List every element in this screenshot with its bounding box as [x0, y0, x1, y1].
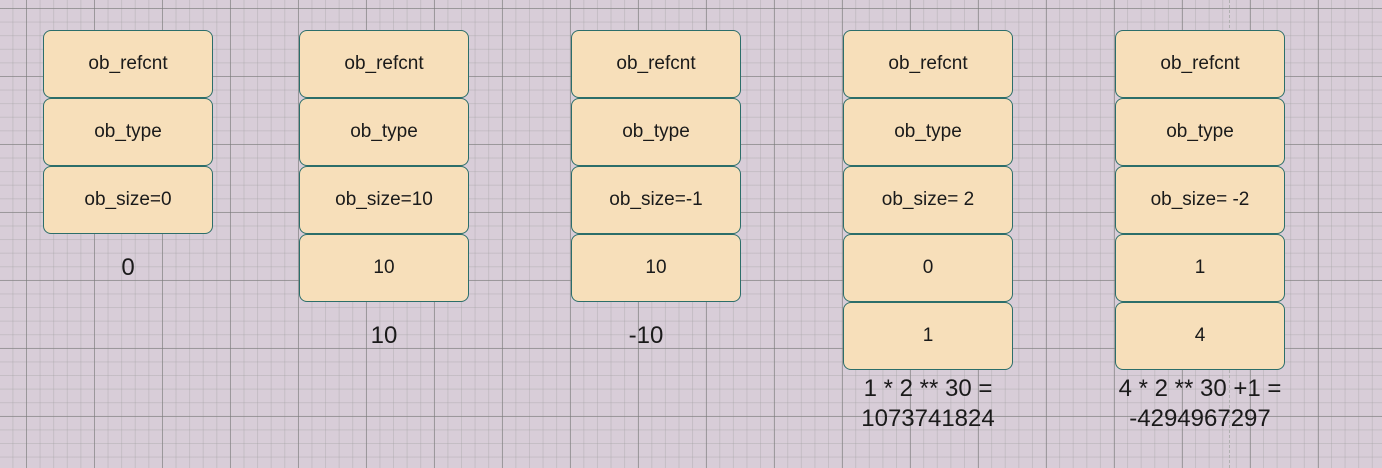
- field-ob-digit[interactable]: 4: [1115, 302, 1285, 370]
- value-caption: 1 * 2 ** 30 = 1073741824: [808, 374, 1048, 434]
- field-ob-size[interactable]: ob_size= -2: [1115, 166, 1285, 234]
- field-ob-type[interactable]: ob_type: [1115, 98, 1285, 166]
- pyobject-struct-negative-ten: ob_refcnt ob_type ob_size=-1 10: [571, 30, 741, 302]
- value-caption: -10: [526, 321, 766, 351]
- caption-line: 10: [370, 322, 398, 349]
- pyobject-struct-ten: ob_refcnt ob_type ob_size=10 10: [299, 30, 469, 302]
- caption-line: 1 * 2 ** 30 =: [863, 375, 993, 402]
- field-ob-type[interactable]: ob_type: [299, 98, 469, 166]
- field-ob-type[interactable]: ob_type: [843, 98, 1013, 166]
- field-ob-size[interactable]: ob_size=10: [299, 166, 469, 234]
- field-ob-digit[interactable]: 1: [1115, 234, 1285, 302]
- field-ob-type[interactable]: ob_type: [571, 98, 741, 166]
- field-ob-refcnt[interactable]: ob_refcnt: [43, 30, 213, 98]
- field-ob-digit[interactable]: 10: [299, 234, 469, 302]
- field-ob-size[interactable]: ob_size=0: [43, 166, 213, 234]
- caption-line: 0: [121, 254, 135, 281]
- field-ob-digit[interactable]: 10: [571, 234, 741, 302]
- field-ob-digit[interactable]: 1: [843, 302, 1013, 370]
- field-ob-type[interactable]: ob_type: [43, 98, 213, 166]
- field-ob-size[interactable]: ob_size=-1: [571, 166, 741, 234]
- caption-line: 1073741824: [861, 405, 995, 432]
- caption-line: -10: [628, 322, 664, 349]
- field-ob-size[interactable]: ob_size= 2: [843, 166, 1013, 234]
- caption-line: 4 * 2 ** 30 +1 =: [1118, 375, 1282, 402]
- field-ob-refcnt[interactable]: ob_refcnt: [843, 30, 1013, 98]
- field-ob-refcnt[interactable]: ob_refcnt: [571, 30, 741, 98]
- field-ob-refcnt[interactable]: ob_refcnt: [1115, 30, 1285, 98]
- pyobject-struct-two-digits: ob_refcnt ob_type ob_size= 2 0 1: [843, 30, 1013, 370]
- value-caption: 4 * 2 ** 30 +1 = -4294967297: [1080, 374, 1320, 434]
- caption-line: -4294967297: [1129, 405, 1271, 432]
- pyobject-struct-zero: ob_refcnt ob_type ob_size=0: [43, 30, 213, 234]
- field-ob-digit[interactable]: 0: [843, 234, 1013, 302]
- field-ob-refcnt[interactable]: ob_refcnt: [299, 30, 469, 98]
- value-caption: 0: [8, 253, 248, 283]
- value-caption: 10: [264, 321, 504, 351]
- pyobject-struct-negative-two-digits: ob_refcnt ob_type ob_size= -2 1 4: [1115, 30, 1285, 370]
